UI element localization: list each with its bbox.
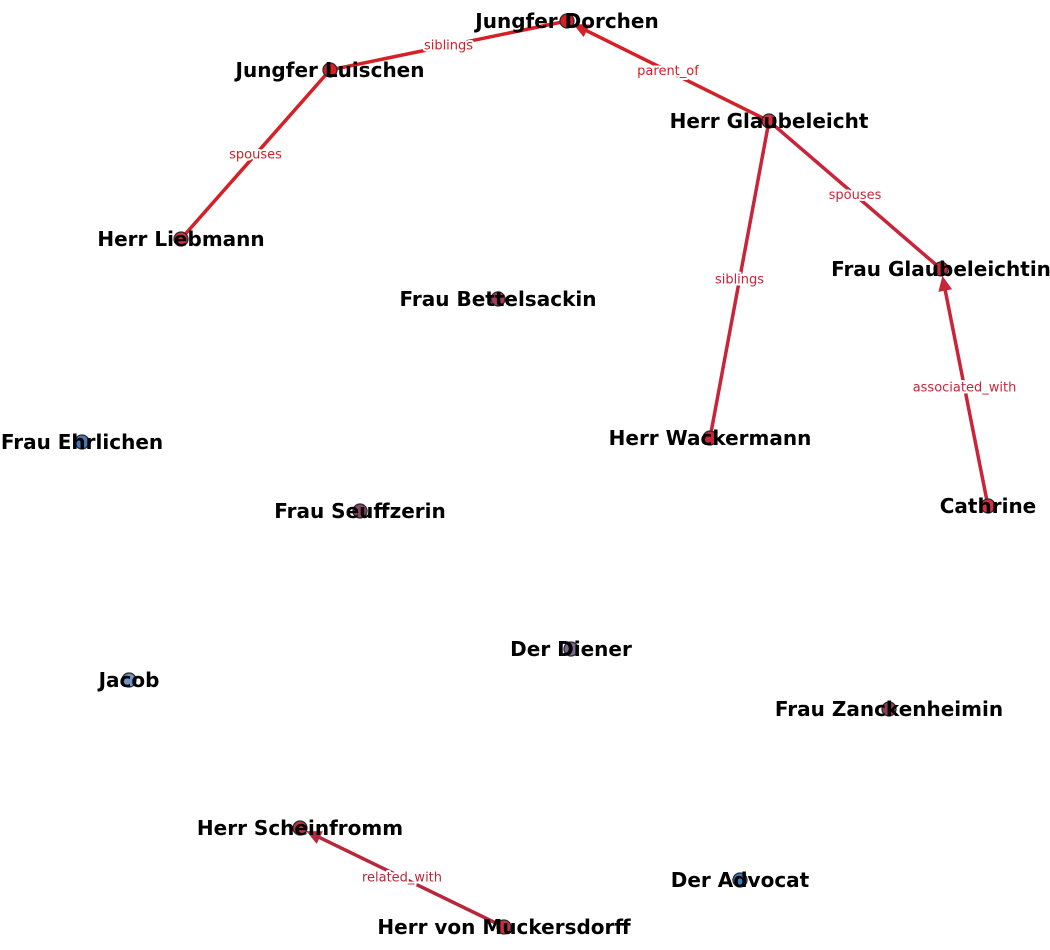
node-frau-glaubeleichtin[interactable] bbox=[933, 261, 949, 277]
node-herr-scheinfromm[interactable] bbox=[292, 820, 308, 836]
node-der-advocat[interactable] bbox=[732, 872, 748, 888]
node-herr-wackermann[interactable] bbox=[702, 430, 718, 446]
edge-arrowhead bbox=[573, 24, 590, 37]
node-label-der-advocat: Der Advocat bbox=[671, 868, 810, 892]
node-label-herr-scheinfromm: Herr Scheinfromm bbox=[197, 816, 403, 840]
edge-label: spouses bbox=[829, 188, 882, 203]
edge-label: parent_of bbox=[637, 64, 699, 79]
node-frau-bettelsackin[interactable] bbox=[490, 291, 506, 307]
edge-label: spouses bbox=[229, 148, 282, 163]
edge-herr-glaubeleicht-herr-wackermann bbox=[708, 119, 771, 440]
node-der-diener[interactable] bbox=[563, 641, 579, 657]
node-herr-liebmann[interactable] bbox=[173, 231, 189, 247]
edge-label: associated_with bbox=[913, 381, 1017, 396]
edge-label-halo: siblings bbox=[715, 273, 764, 288]
node-label-jungfer-luischen: Jungfer Luischen bbox=[234, 58, 425, 82]
edge-herr-von-muckersdorff-herr-scheinfromm bbox=[315, 834, 506, 929]
edge-arrowhead bbox=[306, 831, 323, 844]
edges-layer bbox=[179, 19, 990, 929]
node-label-herr-wackermann: Herr Wackermann bbox=[609, 426, 812, 450]
edge-label-halo: spouses bbox=[229, 148, 282, 163]
edge-labels-layer: siblingssiblingsspousesspousesparent_ofp… bbox=[227, 37, 1019, 888]
edge-herr-glaubeleicht-jungfer-dorchen bbox=[582, 27, 771, 123]
edge-jungfer-luischen-herr-liebmann bbox=[179, 68, 332, 241]
edge-label-halo: spouses bbox=[829, 188, 882, 203]
edge-arrowhead bbox=[938, 275, 953, 292]
node-label-frau-glaubeleichtin: Frau Glaubeleichtin bbox=[831, 257, 1050, 281]
node-jungfer-dorchen[interactable] bbox=[559, 13, 575, 29]
node-label-frau-ehrlichen: Frau Ehrlichen bbox=[1, 430, 163, 454]
node-jungfer-luischen[interactable] bbox=[322, 62, 338, 78]
node-label-herr-glaubeleicht: Herr Glaubeleicht bbox=[670, 109, 869, 133]
nodes-layer bbox=[74, 13, 996, 935]
edge-label: related_with bbox=[362, 871, 442, 886]
node-label-der-diener: Der Diener bbox=[510, 637, 632, 661]
node-jacob[interactable] bbox=[121, 672, 137, 688]
edge-herr-glaubeleicht-frau-glaubeleichtin bbox=[767, 119, 943, 271]
edge-label-halo: associated_with bbox=[913, 381, 1017, 396]
edge-label: siblings bbox=[715, 273, 764, 288]
edge-jungfer-luischen-jungfer-dorchen bbox=[328, 19, 569, 72]
edge-label-halo: related_with bbox=[362, 871, 442, 886]
node-label-frau-seuffzerin: Frau Seuffzerin bbox=[274, 499, 446, 523]
node-label-frau-zanckenheimin: Frau Zanckenheimin bbox=[775, 697, 1003, 721]
node-label-jungfer-dorchen: Jungfer Dorchen bbox=[473, 9, 658, 33]
node-frau-seuffzerin[interactable] bbox=[352, 503, 368, 519]
node-label-cathrine: Cathrine bbox=[940, 494, 1037, 518]
node-label-herr-liebmann: Herr Liebmann bbox=[97, 227, 264, 251]
node-label-jacob: Jacob bbox=[97, 668, 160, 692]
node-label-frau-bettelsackin: Frau Bettelsackin bbox=[400, 287, 597, 311]
node-frau-ehrlichen[interactable] bbox=[74, 434, 90, 450]
node-frau-zanckenheimin[interactable] bbox=[881, 701, 897, 717]
edge-label-halo: parent_of bbox=[637, 64, 699, 79]
edge-label: siblings bbox=[424, 39, 473, 54]
node-herr-glaubeleicht[interactable] bbox=[761, 113, 777, 129]
edge-label-halo: siblings bbox=[424, 39, 473, 54]
node-herr-von-muckersdorff[interactable] bbox=[496, 919, 512, 935]
node-label-herr-von-muckersdorff: Herr von Muckersdorff bbox=[377, 915, 631, 939]
node-cathrine[interactable] bbox=[980, 498, 996, 514]
edge-cathrine-frau-glaubeleichtin bbox=[942, 285, 990, 508]
